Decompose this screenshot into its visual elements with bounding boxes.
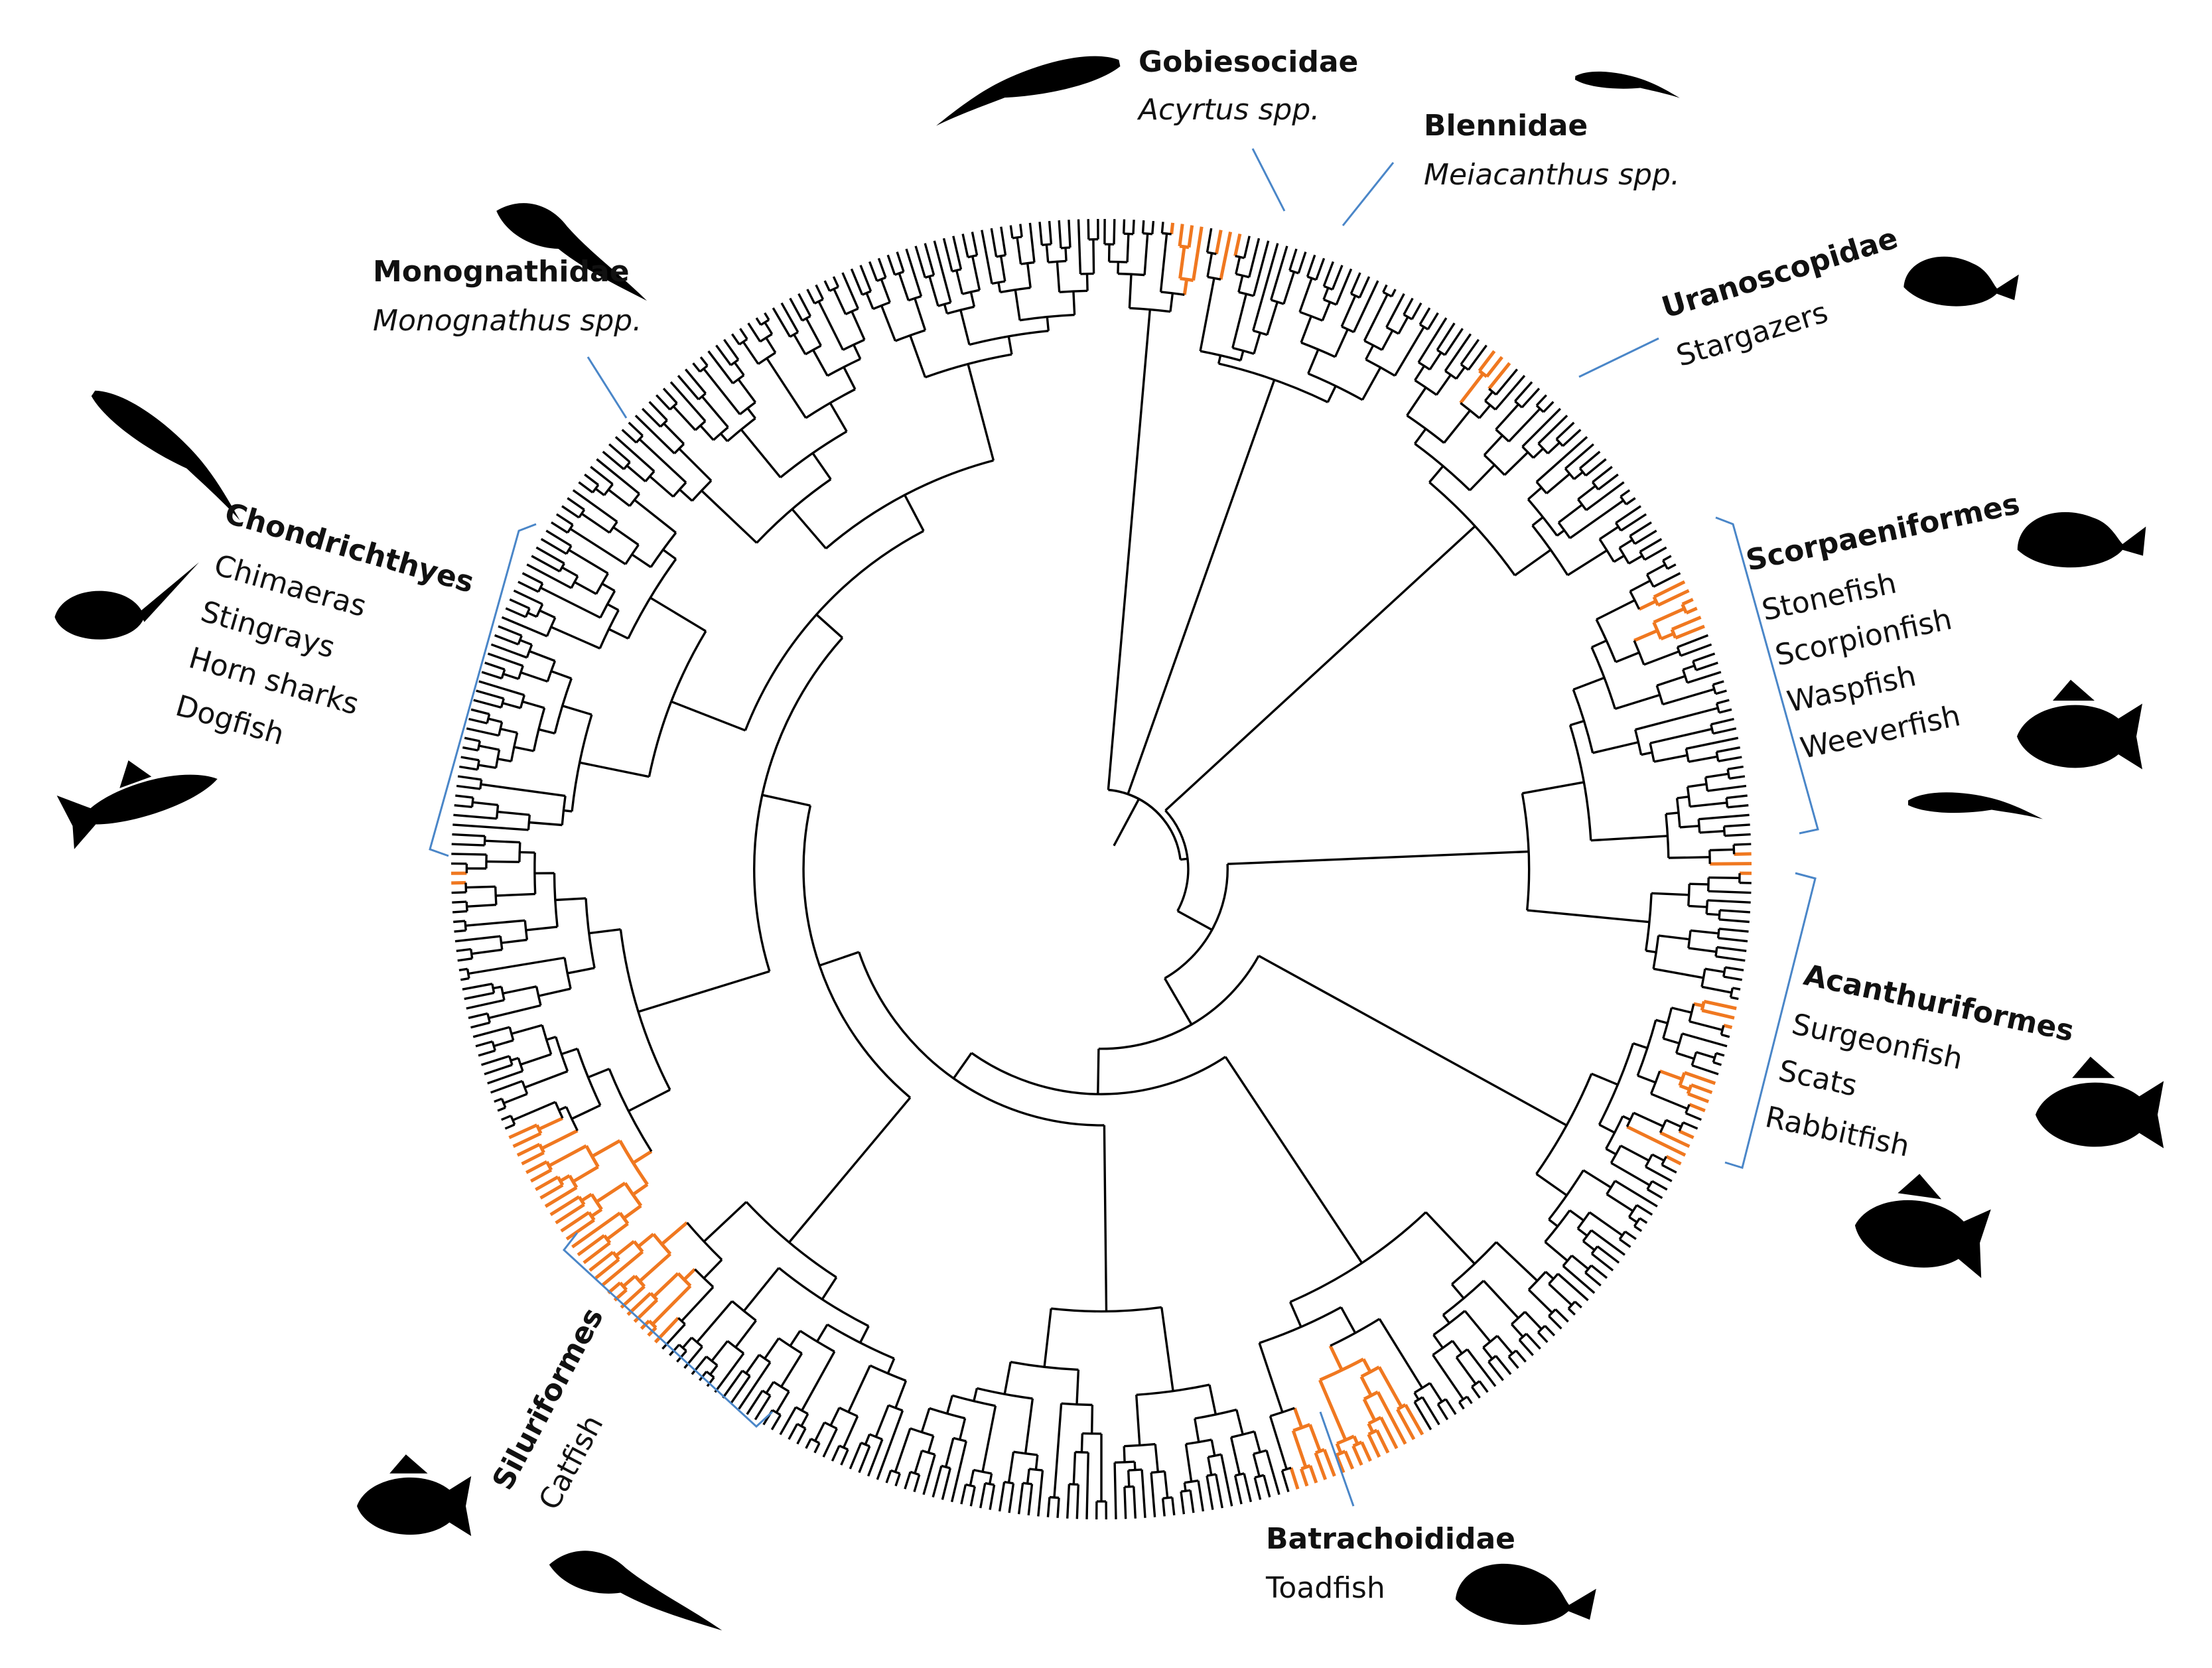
pointer-gobiesocidae: [1251, 148, 1286, 212]
fish-silhouettes: [54, 56, 2164, 1631]
bracket-chondrichthyes: [429, 523, 537, 857]
bracket-scorpaeniformes: [1715, 516, 1819, 835]
circular-phylogeny: [450, 218, 1752, 1520]
stargazer-silhouette: [1903, 256, 2019, 307]
toadfish-silhouette: [1455, 1563, 1596, 1625]
rabbitfish-silhouette: [1854, 1174, 1991, 1279]
corydoras-silhouette: [357, 1454, 472, 1537]
pointer-blennidae: [1342, 162, 1395, 226]
group-pointers: [429, 148, 1819, 1507]
stingray-silhouette: [54, 562, 199, 640]
chimaera-silhouette: [91, 390, 240, 521]
eel-catfish-silhouette: [549, 1551, 723, 1631]
scorpionfish-silhouette: [2017, 679, 2142, 770]
monognathus-silhouette: [496, 203, 648, 301]
blenny-silhouette: [1574, 71, 1680, 98]
scat-silhouette: [2036, 1056, 2164, 1148]
pointer-monognathidae: [587, 356, 628, 419]
pointer-batrachoididae: [1319, 1411, 1355, 1507]
horn-shark-silhouette: [56, 760, 218, 849]
bracket-acanthuriformes: [1724, 872, 1817, 1169]
weeverfish-silhouette: [1908, 792, 2043, 819]
bracket-siluriformes: [562, 1232, 774, 1428]
stonefish-silhouette: [2017, 512, 2146, 568]
clingfish-silhouette: [935, 56, 1121, 126]
pointer-uranoscopidae: [1578, 337, 1659, 378]
